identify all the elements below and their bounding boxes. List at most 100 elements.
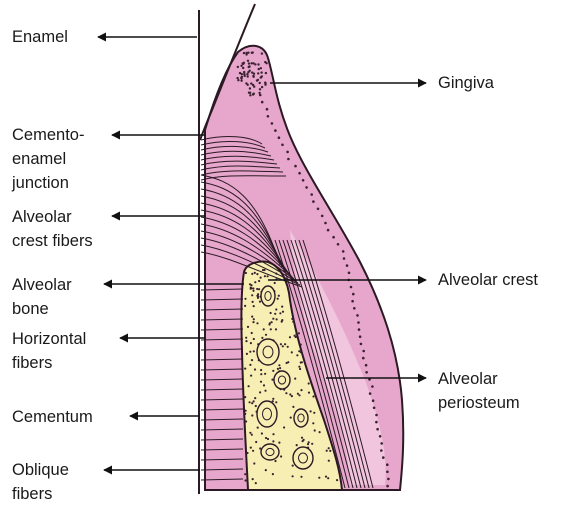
stipple-dot [286,151,289,154]
stipple-dot [260,67,262,69]
bone-dot [272,370,274,372]
label-horizontal-fibers: Horizontal fibers [12,327,86,375]
bone-dot [265,437,267,439]
bone-dot [279,367,281,369]
stipple-dot [258,68,260,70]
bone-dot [244,396,246,398]
bone-dot [260,373,262,375]
bone-dot [247,326,249,328]
stipple-dot [362,357,365,360]
bone-dot [298,332,300,334]
bone-dot [278,295,280,297]
bone-dot [251,273,253,275]
bone-dot [254,272,256,274]
stipple-dot [356,314,359,317]
stipple-dot [247,71,249,73]
stipple-dot [278,136,281,139]
bone-dot [263,384,265,386]
bone-dot [245,272,247,274]
bone-dot [275,401,277,403]
bone-dot [253,305,255,307]
bone-dot [313,412,315,414]
bone-dot [256,295,258,297]
bone-dot [258,288,260,290]
bone-dot [284,343,286,345]
stipple-dot [312,200,315,203]
bone-dot [264,275,266,277]
stipple-dot [380,442,383,445]
stipple-dot [240,65,242,67]
label-cementum: Cementum [12,405,93,429]
bone-dot [292,406,294,408]
bone-dot [261,432,263,434]
bone-dot [244,305,246,307]
bone-dot [295,336,297,338]
stipple-dot [305,186,308,189]
stipple-dot [259,94,262,97]
stipple-dot [248,62,250,64]
bone-dot [253,338,255,340]
stipple-dot [261,86,263,88]
bone-dot [287,346,289,348]
bone-dot [244,479,246,481]
bone-dot [249,432,251,434]
bone-dot [277,368,279,370]
bone-dot [272,473,274,475]
marrow-space [261,444,279,460]
stipple-dot [247,52,249,54]
stipple-dot [375,414,378,417]
bone-dot [292,321,294,323]
bone-dot [301,361,303,363]
bone-dot [256,273,258,275]
stipple-dot [252,62,254,64]
stipple-dot [265,72,267,74]
bone-dot [336,479,338,481]
stipple-dot [369,392,372,395]
stipple-dot [387,478,390,481]
bone-dot [244,413,246,415]
stipple-dot [260,71,262,73]
stipple-dot [337,243,340,246]
bone-dot [258,280,260,282]
stipple-dot [346,264,349,267]
stipple-dot [253,93,255,95]
bone-dot [272,318,274,320]
bone-dot [314,429,316,431]
stipple-dot [298,172,301,175]
stipple-dot [386,485,389,488]
stipple-dot [237,66,239,68]
bone-dot [254,281,256,283]
stipple-dot [294,165,297,168]
stipple-dot [264,61,266,63]
stipple-dot [348,272,351,275]
bone-dot [265,469,267,471]
bone-dot [251,332,253,334]
stipple-dot [360,343,363,346]
stipple-dot [274,129,277,132]
stipple-dot [249,92,251,94]
bone-dot [246,353,248,355]
bone-dot [328,447,330,449]
bone-dot [319,431,321,433]
label-alveolar-periosteum: Alveolar periosteum [438,367,520,415]
stipple-dot [357,321,360,324]
bone-dot [257,297,259,299]
bone-dot [312,422,314,424]
bone-dot [308,392,310,394]
marrow-space [274,371,290,389]
bone-dot [329,450,331,452]
stipple-dot [379,435,382,438]
stipple-dot [264,84,266,86]
stipple-dot [257,72,259,74]
stipple-dot [350,286,353,289]
bone-dot [257,427,259,429]
stipple-dot [267,115,270,118]
stipple-dot [271,122,274,125]
bone-dot [269,322,271,324]
bone-dot [248,385,250,387]
bone-dot [256,322,258,324]
stipple-dot [365,371,368,374]
bone-dot [252,450,254,452]
stipple-dot [259,88,261,90]
bone-dot [300,389,302,391]
